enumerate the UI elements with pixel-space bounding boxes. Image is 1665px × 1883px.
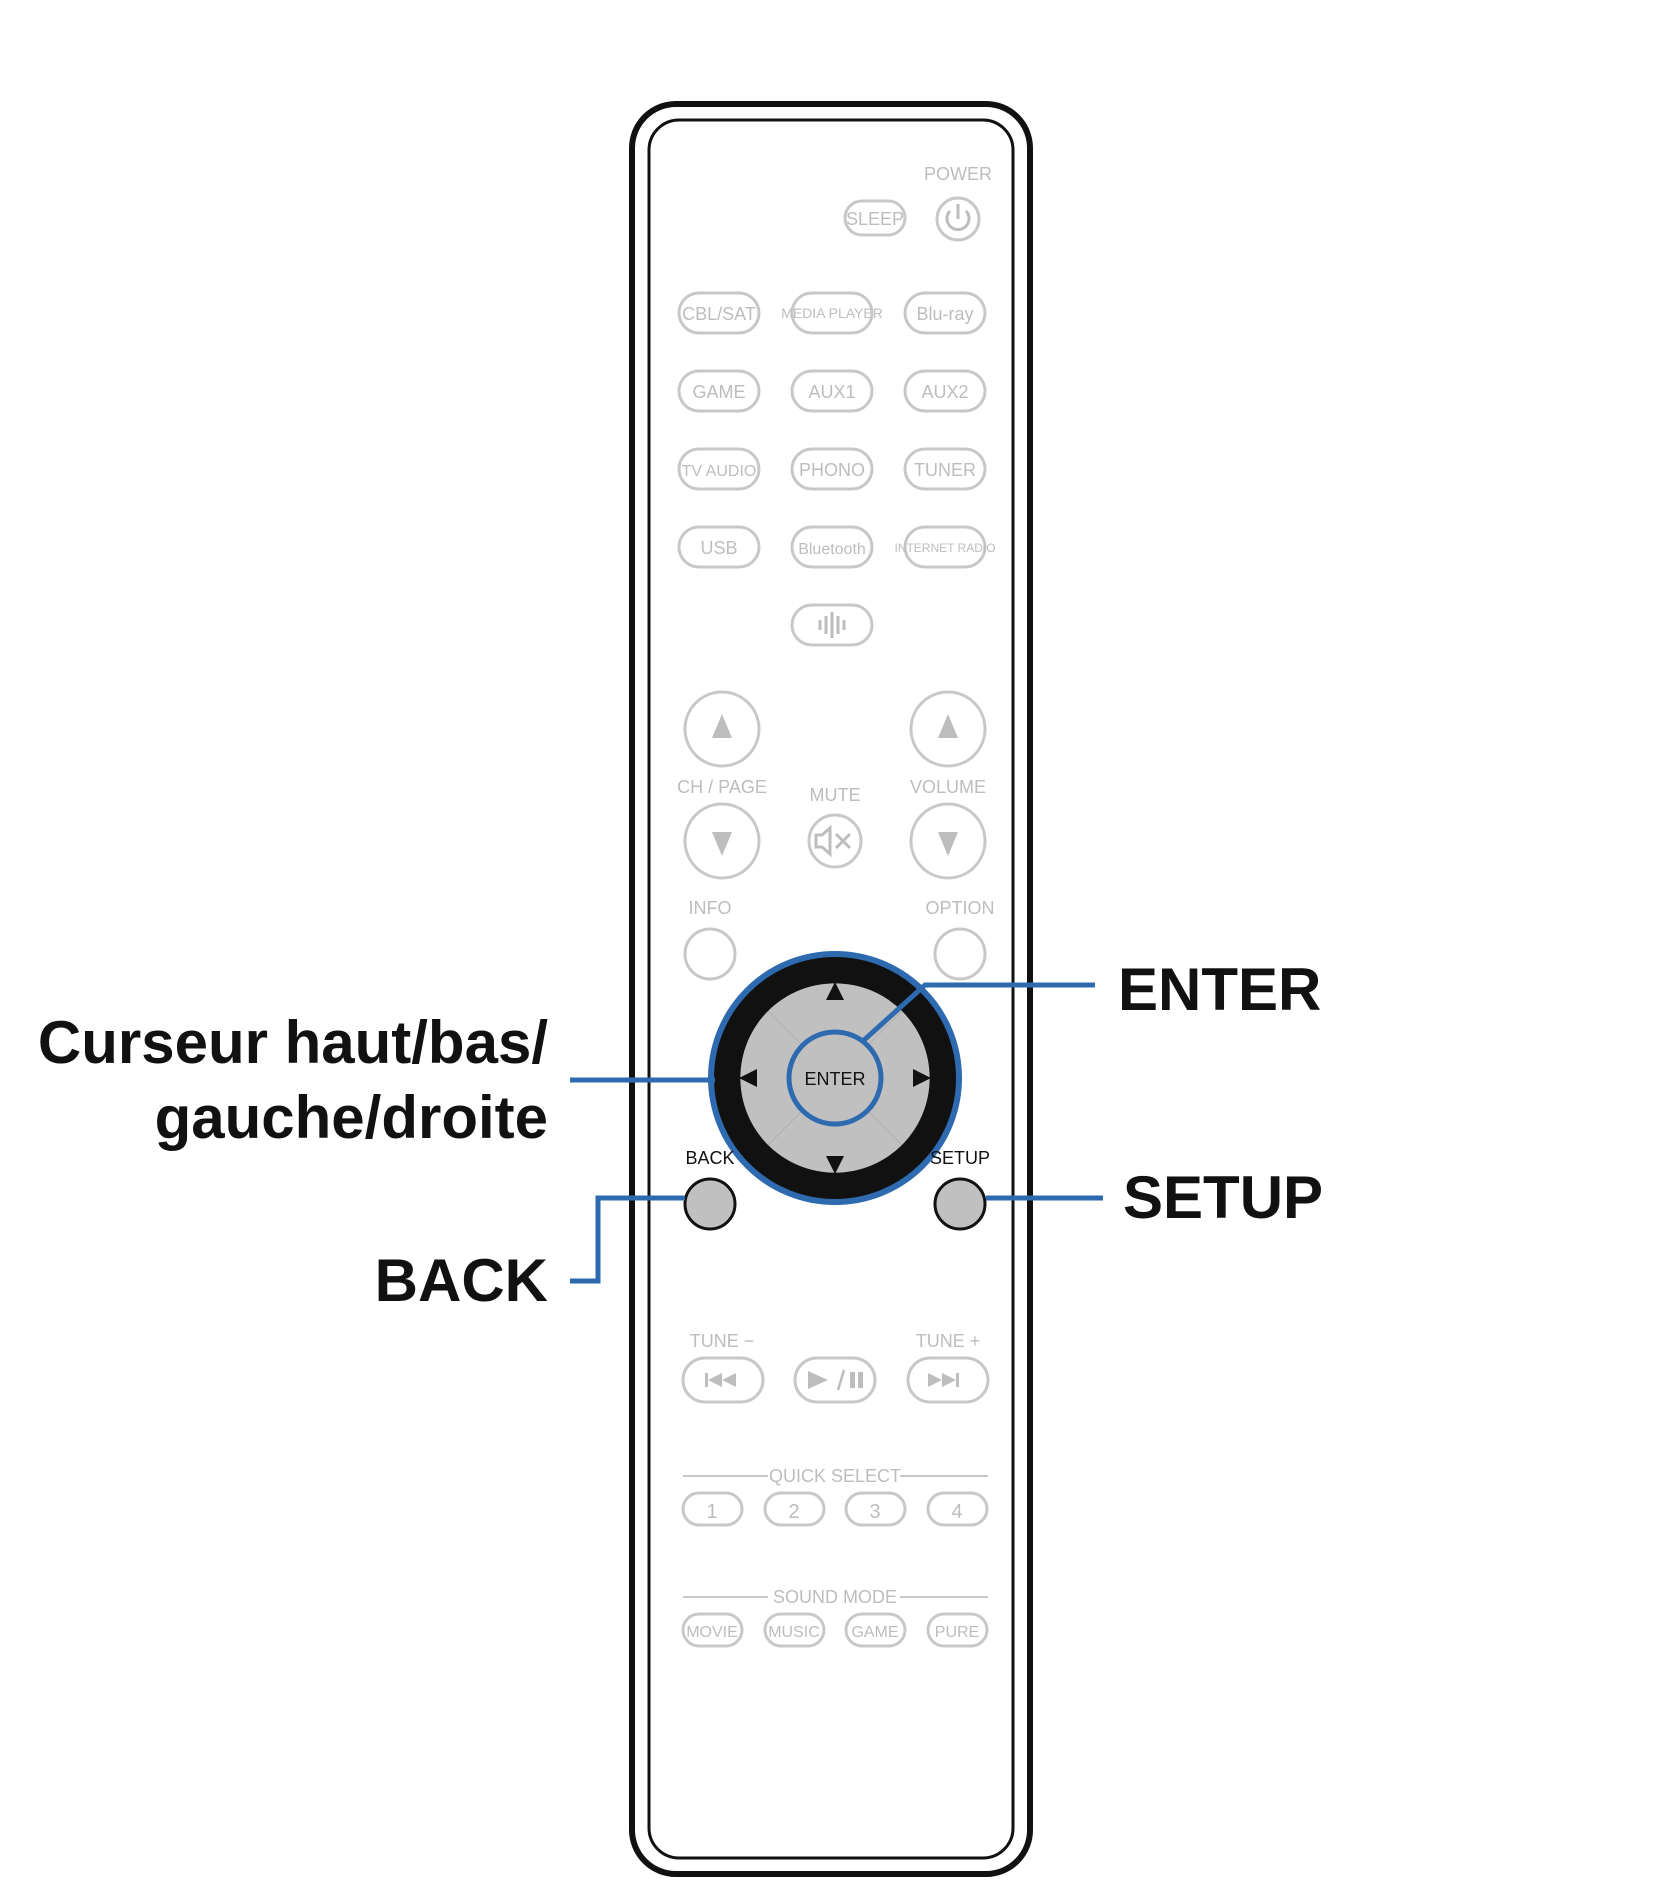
up-arrow-icon	[938, 714, 958, 738]
quick-select-2-button[interactable]: 2	[763, 1491, 826, 1527]
setup-callout-label: SETUP	[1123, 1164, 1323, 1231]
power-button[interactable]	[935, 196, 981, 242]
game-source-button[interactable]: GAME	[677, 369, 761, 413]
cursor-callout-label-line1: Curseur haut/bas/	[38, 1009, 548, 1076]
cursor-callout-label-line2: gauche/droite	[155, 1084, 548, 1151]
game-mode-button[interactable]: GAME	[844, 1612, 907, 1648]
quick-select-4-button[interactable]: 4	[926, 1491, 989, 1527]
tune-minus-label: TUNE −	[690, 1331, 755, 1351]
pure-button[interactable]: PURE	[926, 1612, 989, 1648]
game-mode-label: GAME	[851, 1624, 898, 1641]
usb-button[interactable]: USB	[677, 525, 761, 569]
previous-icon	[705, 1373, 736, 1387]
internet-radio-label: INTERNET RADIO	[894, 541, 995, 555]
power-label: POWER	[924, 164, 992, 184]
info-label: INFO	[689, 898, 732, 918]
cursor-down-button[interactable]	[768, 1105, 902, 1173]
internet-radio-button[interactable]: INTERNET RADIO	[894, 525, 996, 569]
source-buttons: CBL/SAT MEDIA PLAYER Blu-ray GAME AUX1 A…	[677, 291, 996, 647]
down-arrow-icon	[712, 832, 732, 856]
left-arrow-icon	[739, 1069, 757, 1087]
cbl-sat-label: CBL/SAT	[682, 304, 756, 324]
usb-label: USB	[700, 538, 737, 558]
sleep-button[interactable]: SLEEP	[843, 199, 907, 237]
volume-label: VOLUME	[910, 777, 986, 797]
setup-label: SETUP	[930, 1148, 990, 1168]
enter-callout-line	[861, 982, 1095, 1043]
ch-page-label: CH / PAGE	[677, 777, 767, 797]
back-button[interactable]	[683, 1177, 737, 1231]
power-icon	[945, 209, 971, 231]
tune-plus-label: TUNE +	[916, 1331, 981, 1351]
back-callout-line	[570, 1195, 685, 1284]
quick-select-label: QUICK SELECT	[769, 1466, 901, 1486]
music-label: MUSIC	[768, 1624, 820, 1641]
back-callout-label: BACK	[375, 1247, 548, 1314]
phono-label: PHONO	[799, 460, 865, 480]
up-arrow-icon	[826, 982, 844, 1000]
cursor-left-button[interactable]	[740, 1011, 808, 1145]
cbl-sat-button[interactable]: CBL/SAT	[677, 291, 761, 335]
play-pause-button[interactable]	[793, 1356, 877, 1404]
down-arrow-icon	[938, 832, 958, 856]
heos-icon	[818, 612, 846, 638]
quick-select-4-label: 4	[951, 1501, 962, 1523]
media-player-button[interactable]: MEDIA PLAYER	[781, 291, 883, 335]
tv-audio-button[interactable]: TV AUDIO	[677, 447, 761, 491]
setup-button[interactable]	[933, 1177, 987, 1231]
enter-button[interactable]: ENTER	[786, 1029, 884, 1127]
media-player-label: MEDIA PLAYER	[781, 305, 883, 321]
aux2-button[interactable]: AUX2	[903, 369, 987, 413]
next-button[interactable]	[906, 1356, 990, 1404]
heos-button[interactable]	[790, 603, 874, 647]
previous-button[interactable]	[681, 1356, 765, 1404]
ch-down-button[interactable]	[683, 802, 761, 880]
aux2-label: AUX2	[921, 382, 968, 402]
sleep-label: SLEEP	[846, 209, 904, 229]
blu-ray-button[interactable]: Blu-ray	[903, 291, 987, 335]
quick-select-3-label: 3	[869, 1501, 880, 1523]
tuner-label: TUNER	[914, 460, 976, 480]
option-button[interactable]	[933, 927, 987, 981]
next-icon	[928, 1373, 959, 1387]
quick-select-3-button[interactable]: 3	[844, 1491, 907, 1527]
quick-select-1-button[interactable]: 1	[681, 1491, 744, 1527]
ch-up-button[interactable]	[683, 690, 761, 768]
cursor-right-button[interactable]	[862, 1011, 930, 1145]
down-arrow-icon	[826, 1156, 844, 1174]
play-pause-icon	[808, 1369, 863, 1391]
movie-label: MOVIE	[686, 1624, 738, 1641]
up-arrow-icon	[712, 714, 732, 738]
movie-button[interactable]: MOVIE	[681, 1612, 744, 1648]
right-arrow-icon	[913, 1069, 931, 1087]
music-button[interactable]: MUSIC	[763, 1612, 826, 1648]
pure-label: PURE	[935, 1624, 979, 1641]
phono-button[interactable]: PHONO	[790, 447, 874, 491]
quick-select-1-label: 1	[706, 1501, 717, 1523]
bluetooth-button[interactable]: Bluetooth	[790, 525, 874, 569]
volume-up-button[interactable]	[909, 690, 987, 768]
mute-button[interactable]	[807, 813, 863, 869]
game-source-label: GAME	[692, 382, 745, 402]
bluetooth-label: Bluetooth	[798, 541, 866, 558]
enter-callout-label: ENTER	[1118, 956, 1321, 1023]
back-label: BACK	[685, 1148, 734, 1168]
aux1-label: AUX1	[808, 382, 855, 402]
option-label: OPTION	[925, 898, 994, 918]
mute-icon	[814, 824, 852, 858]
tv-audio-label: TV AUDIO	[682, 463, 757, 480]
info-button[interactable]	[683, 927, 737, 981]
sound-mode-label: SOUND MODE	[773, 1587, 897, 1607]
mute-label: MUTE	[810, 785, 861, 805]
enter-label: ENTER	[804, 1069, 865, 1089]
blu-ray-label: Blu-ray	[916, 304, 973, 324]
volume-down-button[interactable]	[909, 802, 987, 880]
aux1-button[interactable]: AUX1	[790, 369, 874, 413]
quick-select-2-label: 2	[788, 1501, 799, 1523]
tuner-button[interactable]: TUNER	[903, 447, 987, 491]
